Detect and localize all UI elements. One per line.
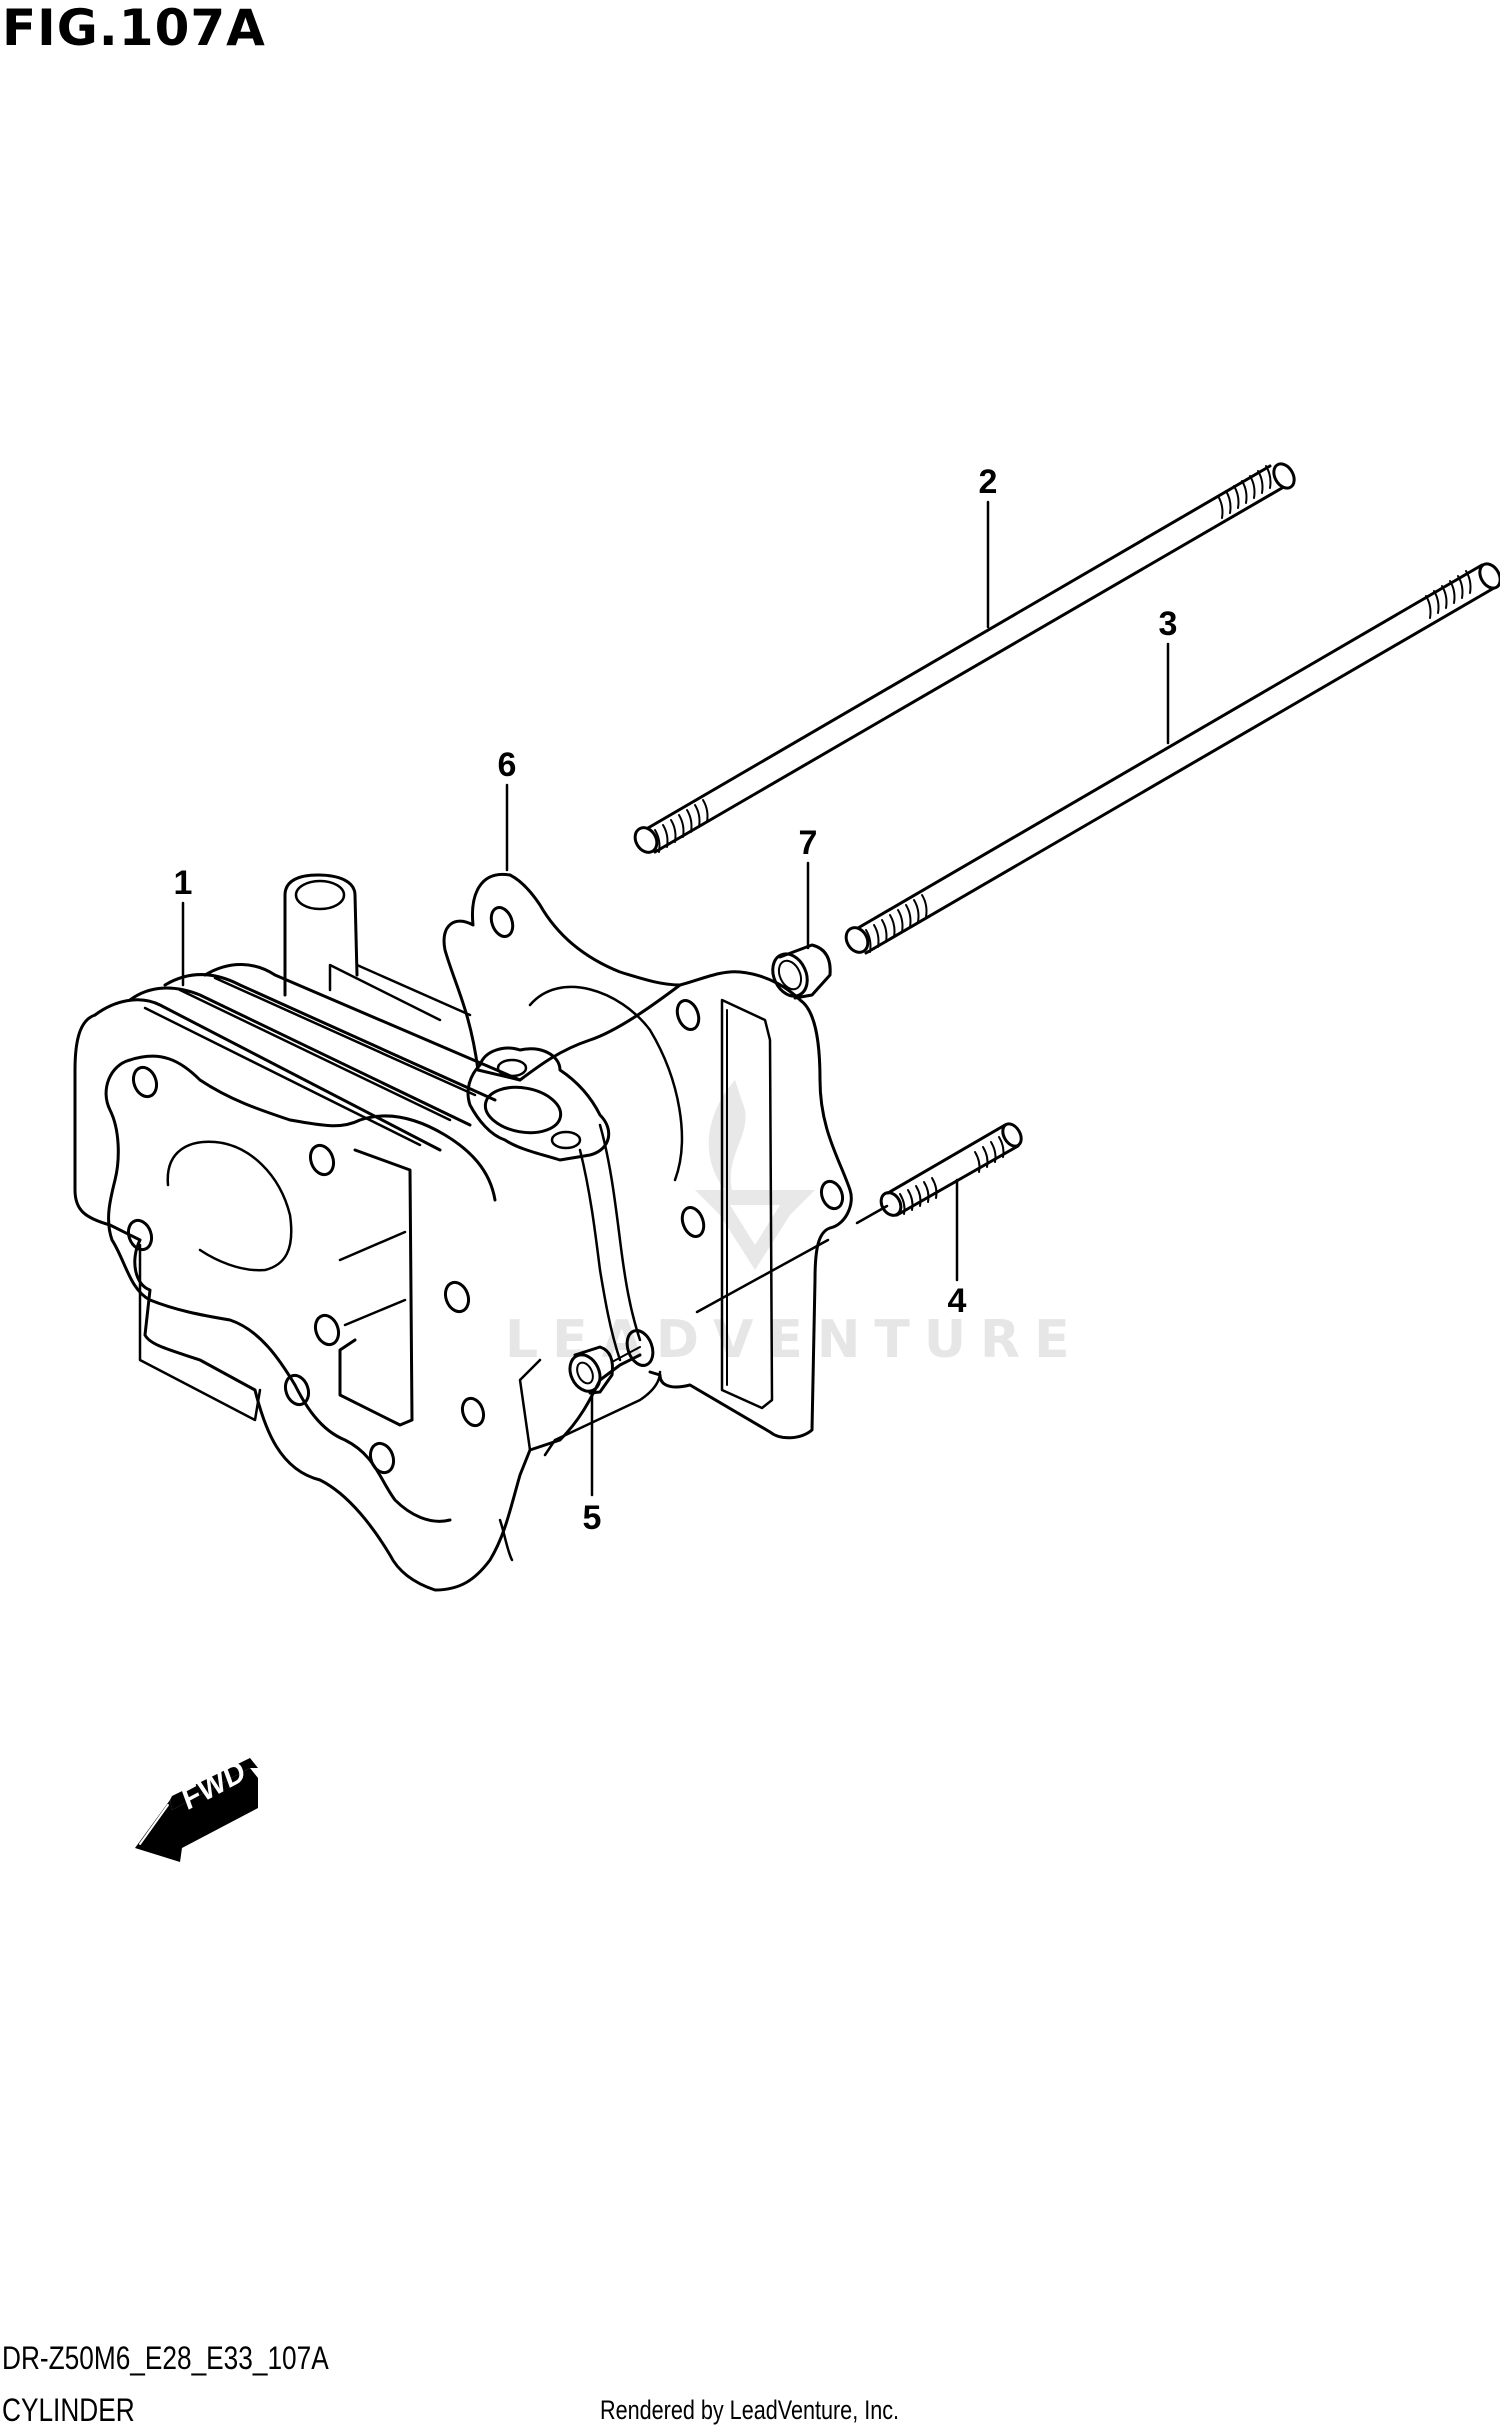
nut-5 (568, 1329, 655, 1395)
cylinder-1 (73, 873, 662, 1592)
model-code: DR-Z50M6_E28_E33_107A (2, 2340, 329, 2376)
figure-title: FIG.107A (2, 0, 266, 57)
watermark-text: LEADVENTURE (505, 1310, 1084, 1370)
forward-arrow-icon (135, 1758, 258, 1862)
leader-lines (181, 500, 1170, 1497)
figure-caption: CYLINDER (2, 2392, 135, 2428)
cylinder-base-gasket-6 (442, 872, 853, 1440)
callout-2[interactable]: 2 (978, 463, 998, 501)
render-credit: Rendered by LeadVenture, Inc. (600, 2395, 900, 2425)
callout-5[interactable]: 5 (582, 1499, 602, 1537)
callout-4[interactable]: 4 (947, 1282, 967, 1320)
callout-1[interactable]: 1 (173, 864, 193, 902)
callout-3[interactable]: 3 (1158, 605, 1178, 643)
dowel-pin-7 (771, 943, 832, 1000)
callout-7[interactable]: 7 (798, 824, 818, 862)
callout-6[interactable]: 6 (497, 746, 517, 784)
stud-4 (855, 1122, 1023, 1225)
stud-2 (633, 462, 1296, 854)
stud-3 (844, 562, 1500, 955)
watermark-logo-icon (695, 1080, 815, 1270)
